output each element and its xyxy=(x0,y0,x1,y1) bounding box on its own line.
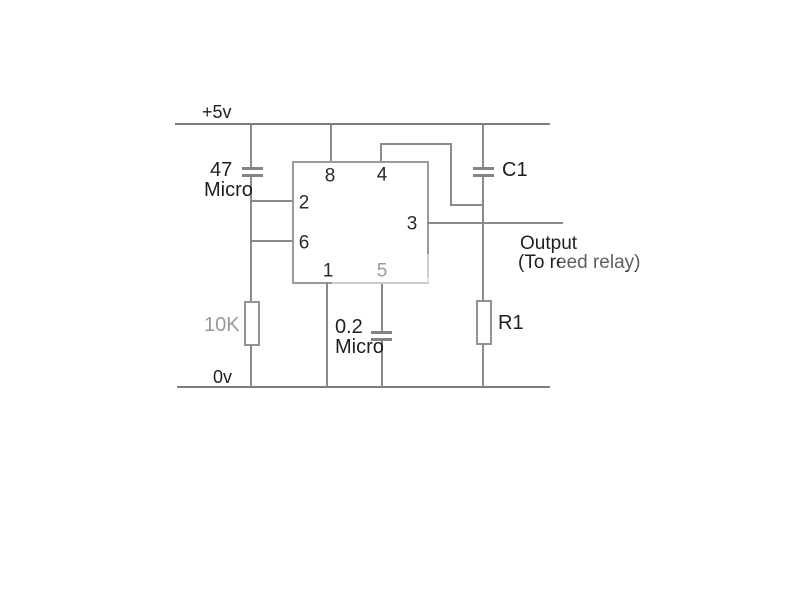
cap47-bottom-wire xyxy=(250,177,252,301)
plus5v-rail-wire xyxy=(175,123,550,125)
watermark-fade xyxy=(560,252,650,270)
pin8-wire xyxy=(330,125,332,161)
resistor-10k-body xyxy=(244,301,260,346)
ic-pin3-label: 3 xyxy=(406,213,418,235)
c1-capacitor-plate-bottom xyxy=(473,174,494,177)
watermark-fade xyxy=(332,278,430,284)
c1-top-wire xyxy=(482,125,484,167)
ic-pin2-label: 2 xyxy=(298,192,310,214)
pin1-wire xyxy=(326,282,328,387)
output-label-line1: Output xyxy=(520,233,578,254)
r1-label: R1 xyxy=(498,312,524,334)
pin4-vertical-wire xyxy=(450,143,452,206)
pin5-bottom-wire xyxy=(381,341,383,387)
cap47-value-line1: 47 xyxy=(210,159,233,181)
ic-pin1-label: 1 xyxy=(322,260,334,282)
ic-pin5-label: 5 xyxy=(376,260,388,282)
cap02-capacitor-plate-bottom xyxy=(371,338,392,341)
pin4-stub-wire xyxy=(380,143,382,161)
cap02-capacitor-plate-top xyxy=(371,331,392,334)
c1-to-r1-wire xyxy=(482,177,484,300)
output-label-line2: (To reed relay) xyxy=(518,252,641,273)
cap02-value-line2: Micro xyxy=(335,336,384,358)
resistor-10k-label: 10K xyxy=(204,314,240,336)
cap47-capacitor-plate-bottom xyxy=(242,174,263,177)
ic-pin8-label: 8 xyxy=(324,165,336,187)
c1-label: C1 xyxy=(502,159,528,181)
cap47-value-line2: Micro xyxy=(204,179,253,201)
pin3-output-wire xyxy=(427,222,563,224)
cap02-value-line1: 0.2 xyxy=(335,316,363,338)
plus5v-label: +5v xyxy=(202,102,232,122)
resistor-10k-bottom-wire xyxy=(250,346,252,387)
cap47-capacitor-plate-top xyxy=(242,167,263,170)
pin2-wire xyxy=(251,200,292,202)
watermark-fade xyxy=(424,254,429,282)
pin4-upper-horizontal-wire xyxy=(380,143,452,145)
pin4-lower-horizontal-wire xyxy=(450,204,483,206)
pin6-wire xyxy=(251,240,292,242)
ground-label: 0v xyxy=(213,367,233,387)
pin5-top-wire xyxy=(381,282,383,331)
ic-pin6-label: 6 xyxy=(298,232,310,254)
r1-bottom-wire xyxy=(482,345,484,387)
ground-rail-wire xyxy=(177,386,550,388)
c1-capacitor-plate-top xyxy=(473,167,494,170)
cap47-top-wire xyxy=(250,125,252,167)
ic-pin4-label: 4 xyxy=(376,164,388,186)
resistor-r1-body xyxy=(476,300,492,345)
ic-555-body xyxy=(292,161,429,284)
